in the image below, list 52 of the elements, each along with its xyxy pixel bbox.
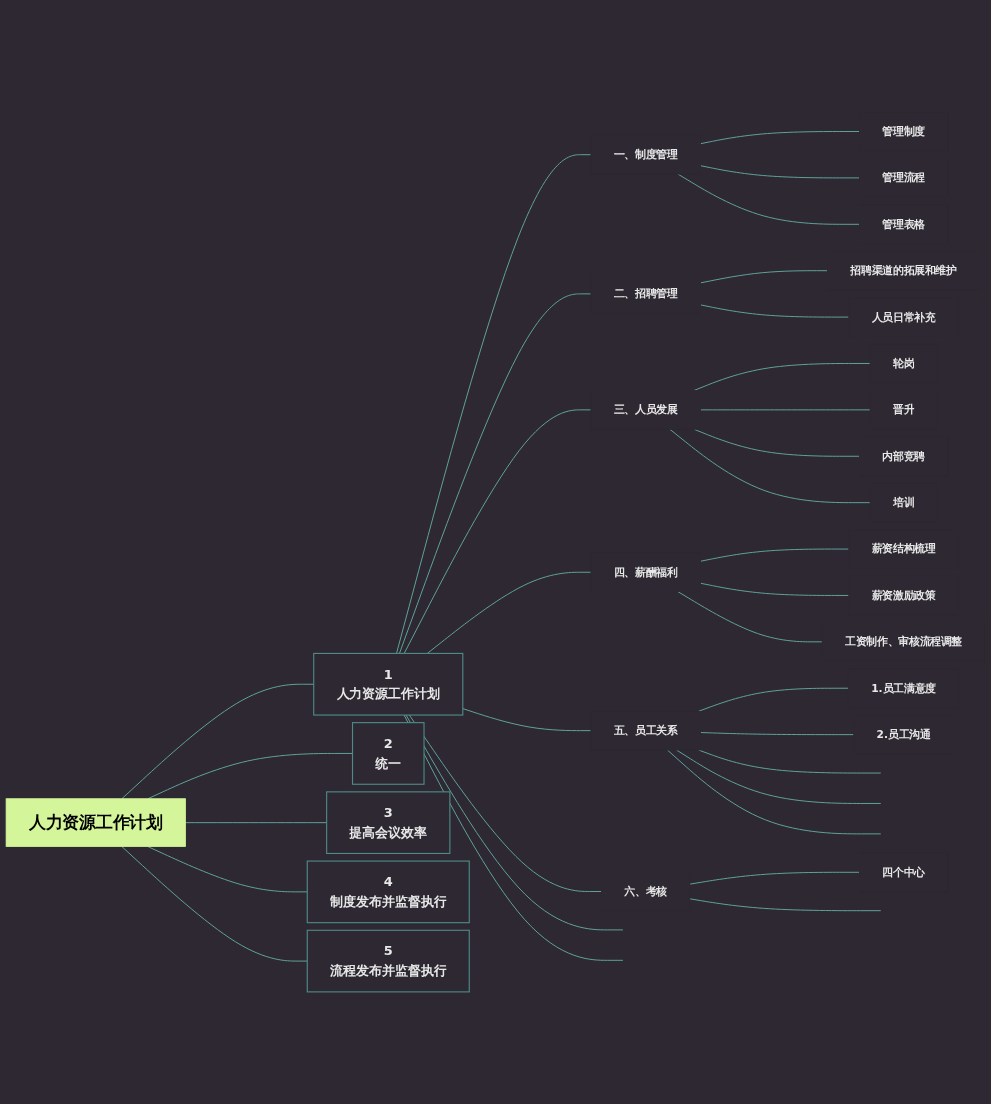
connector-line: [147, 846, 308, 893]
node-text: 四个中心: [882, 865, 925, 878]
node-text: 薪资激励政策: [871, 588, 936, 602]
node-text: 2.员工沟通: [876, 728, 931, 741]
connector-line: [699, 732, 855, 736]
connector-line: [699, 270, 828, 284]
node-text: 管理流程: [882, 171, 925, 184]
connector-line: [698, 687, 849, 712]
connector-line: [396, 154, 592, 654]
node-box: [306, 860, 470, 924]
connector-line: [462, 708, 592, 732]
node-text: 1.员工满意度: [871, 681, 936, 694]
connector-line: [699, 304, 850, 318]
connector-line: [689, 871, 860, 885]
node-text: 一、制度管理: [613, 148, 678, 161]
connector-line: [699, 131, 860, 145]
connector-line: [669, 428, 871, 504]
connector-line: [699, 582, 850, 596]
node-text: 轮岗: [892, 357, 915, 370]
connector-line: [666, 749, 882, 835]
node-text: 薪资结构梳理: [871, 542, 936, 555]
node-text: 晋升: [892, 403, 915, 416]
connector-line: [426, 571, 592, 654]
node-text: 二、招聘管理: [613, 287, 678, 300]
connector-line: [698, 749, 882, 774]
node-text: 管理制度: [882, 125, 925, 138]
node-text: 管理表格: [882, 217, 925, 230]
connector-line: [699, 409, 871, 411]
connector-line: [403, 409, 592, 654]
node-text: 四、薪酬福利: [613, 565, 678, 578]
node-text: 五、员工关系: [613, 724, 678, 737]
connector-line: [121, 846, 308, 962]
node-text: 内部竞聘: [882, 449, 925, 462]
connector-line: [699, 548, 850, 562]
node-box: [351, 722, 425, 785]
connector-line: [677, 173, 860, 225]
node-text: 招聘渠道的拓展和维护: [850, 264, 957, 277]
node-text: 工资制作、审核流程调整: [844, 635, 963, 648]
connector-line: [398, 293, 592, 654]
node-text: 六、考核: [624, 885, 667, 898]
connector-line: [676, 749, 882, 804]
node-text: 三、人员发展: [613, 403, 678, 416]
node-box: [326, 791, 451, 855]
node-text: 培训: [892, 496, 915, 509]
node-box: [313, 652, 464, 716]
node-text: 人员日常补充: [871, 310, 936, 323]
node-box: [5, 798, 186, 847]
connector-line: [699, 165, 860, 179]
connector-line: [677, 591, 823, 643]
node-box: [306, 929, 470, 993]
connector-line: [689, 898, 882, 912]
connector-line: [408, 714, 603, 892]
